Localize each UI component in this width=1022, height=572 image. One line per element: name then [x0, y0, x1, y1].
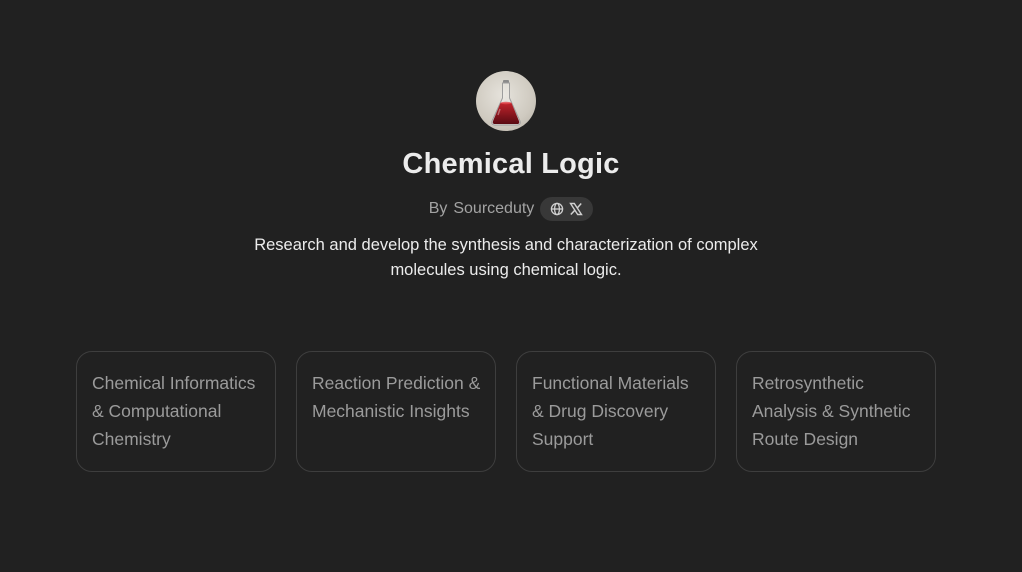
starter-card[interactable]: Reaction Prediction & Mechanistic Insigh… [296, 351, 496, 472]
gpt-avatar [476, 71, 536, 131]
conversation-starters: Chemical Informatics & Computational Che… [76, 351, 936, 472]
starter-card[interactable]: Retrosynthetic Analysis & Synthetic Rout… [736, 351, 936, 472]
globe-icon[interactable] [550, 202, 564, 216]
social-links [540, 197, 594, 221]
flask-icon [491, 80, 521, 126]
starter-text: Retrosynthetic Analysis & Synthetic Rout… [752, 373, 911, 449]
starter-text: Reaction Prediction & Mechanistic Insigh… [312, 373, 481, 421]
starter-text: Functional Materials & Drug Discovery Su… [532, 373, 689, 449]
author-prefix: By [428, 200, 448, 217]
starter-card[interactable]: Functional Materials & Drug Discovery Su… [516, 351, 716, 472]
gpt-title: Chemical Logic [402, 148, 620, 180]
starter-text: Chemical Informatics & Computational Che… [92, 373, 256, 449]
gpt-description: Research and develop the synthesis and c… [254, 236, 758, 279]
starter-card[interactable]: Chemical Informatics & Computational Che… [76, 351, 276, 472]
x-logo-icon[interactable] [569, 202, 584, 216]
author-byline: By Sourceduty [0, 197, 1022, 221]
author-name: Sourceduty [453, 200, 535, 217]
